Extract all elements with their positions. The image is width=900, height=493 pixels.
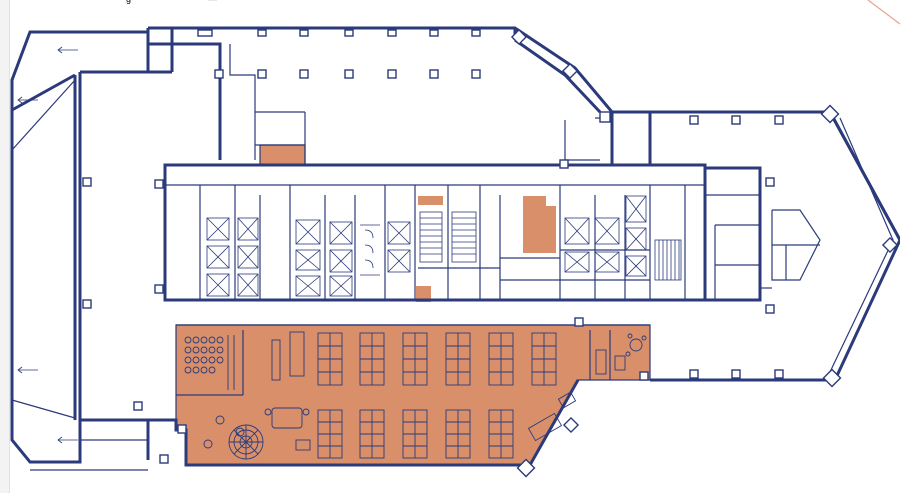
corner-accent-line <box>867 0 900 25</box>
structural-columns <box>82 28 899 478</box>
header-fragment-1: g <box>126 0 132 4</box>
outer-walls <box>10 26 900 471</box>
right-wing-interior <box>760 209 821 289</box>
spiral-stair-icon <box>228 424 264 460</box>
lower-wing-furniture <box>176 324 650 460</box>
core-room-2[interactable] <box>523 196 556 253</box>
desk-cluster-icon <box>271 331 557 386</box>
core-band <box>163 163 762 302</box>
upper-office-room[interactable] <box>259 144 306 166</box>
door-arrow-icon <box>17 46 78 444</box>
restroom-fixtures <box>360 224 380 276</box>
desk-cluster-icon-lower <box>203 391 577 459</box>
lower-right-furniture <box>595 333 647 375</box>
header-fragment-2: — ~~~~ <box>208 0 244 4</box>
left-scroll-rail <box>0 0 10 493</box>
highlighted-areas <box>175 144 651 466</box>
core-room-3[interactable] <box>416 286 431 302</box>
stair-icon <box>419 211 682 281</box>
auditorium-seating <box>184 335 235 390</box>
core-room-1[interactable] <box>418 196 443 205</box>
elevator-icon <box>206 195 647 297</box>
